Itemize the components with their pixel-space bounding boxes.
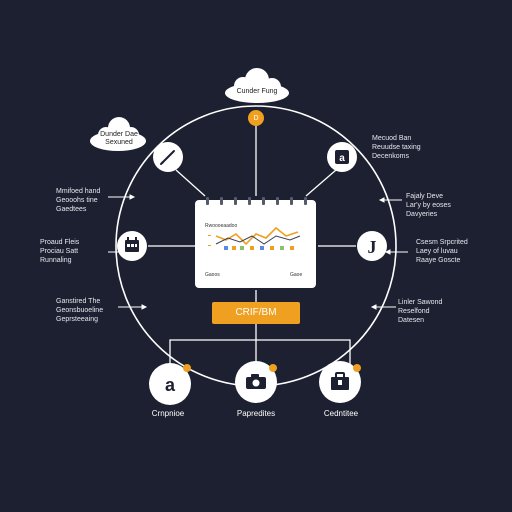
a-letter-icon: a	[335, 150, 349, 164]
calendar-icon	[125, 237, 139, 252]
camera-icon	[246, 374, 266, 389]
dashboard-footer-right: Gaoe	[290, 272, 303, 278]
top-badge-label: D	[253, 115, 259, 122]
left-label-1: Mmifoed hand Geooohs tine Gaedtees	[56, 188, 101, 213]
pen-icon	[160, 150, 175, 165]
svg-text:a: a	[165, 375, 176, 395]
crm-button[interactable]: CRIF/BM	[212, 302, 300, 324]
bottom-node-label-3: Cedntitee	[323, 409, 359, 418]
right-label-3: Csesm Srpcrited Laey of luvau Raaye Gosc…	[416, 239, 468, 264]
dashboard-title: Rwoooeaadoo	[205, 223, 238, 229]
svg-text:J: J	[368, 237, 377, 257]
right-label-2: Fajaly Deve Lar'y by eoses Davyeries	[406, 193, 451, 218]
a-letter-icon-bottom: a	[165, 375, 176, 395]
right-label-1: Mecuod Ban Reuudse taxing Decenkoms	[372, 135, 421, 160]
left-label-2: Proaud Fleis Prociau Satt Runnaling	[40, 239, 80, 264]
cloud-left	[90, 117, 146, 151]
cloud-top	[225, 68, 289, 103]
dashboard-dark-line	[215, 235, 301, 245]
briefcase-icon	[331, 372, 349, 390]
bottom-node-dots	[183, 364, 361, 372]
cloud-top-label: Cunder Fung	[236, 88, 278, 95]
bottom-node-label-1: Crnpnioe	[151, 409, 185, 418]
dashboard-card	[195, 197, 316, 288]
j-letter-icon: J	[368, 237, 377, 257]
left-label-3: Ganstired The Geonsbuoeline Geprsteeaing	[56, 298, 104, 323]
cloud-left-label: Dunder Dae Sexuned	[100, 131, 138, 146]
connector-lines	[148, 120, 356, 372]
dashboard-footer-left: Gaoos	[205, 272, 220, 278]
bottom-node-label-2: Papredites	[236, 409, 276, 418]
svg-text:a: a	[339, 153, 345, 164]
top-badge	[248, 110, 264, 126]
right-label-4: Linler Sawond Reselfond Datesen	[398, 299, 443, 324]
